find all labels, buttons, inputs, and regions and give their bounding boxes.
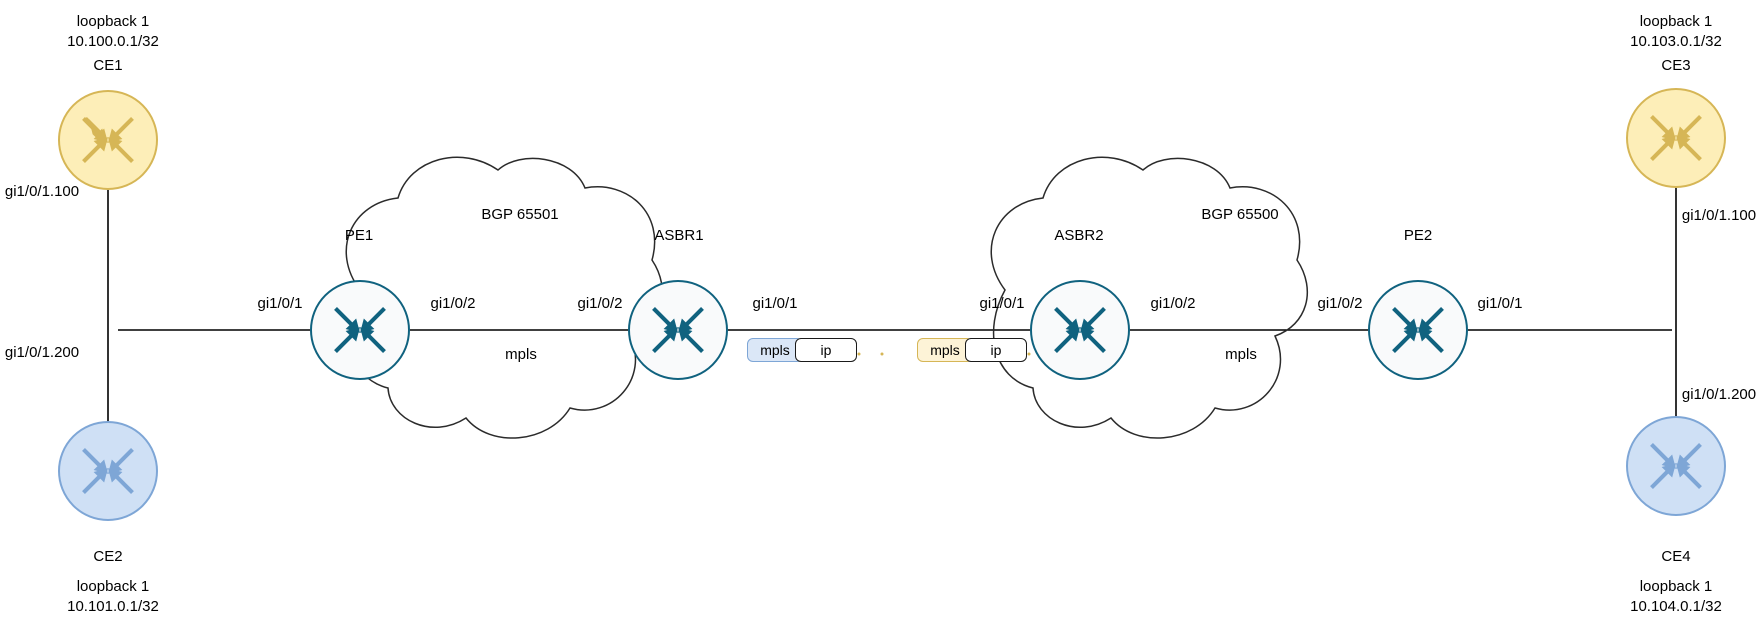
packet-blue: mpls ip xyxy=(747,338,857,362)
packet-separator-dot xyxy=(880,352,884,356)
router-asbr2[interactable] xyxy=(1030,280,1130,380)
packet-yellow: mpls ip xyxy=(917,338,1027,362)
packet-yellow-separator-dot xyxy=(1027,352,1031,356)
router-icon xyxy=(1392,306,1444,354)
router-icon xyxy=(1650,442,1702,490)
packet-blue-mpls-label: mpls xyxy=(747,338,803,362)
router-icon xyxy=(1054,306,1106,354)
packet-yellow-ip-label: ip xyxy=(965,338,1027,362)
router-icon xyxy=(82,447,134,495)
router-icon xyxy=(334,306,386,354)
packet-blue-separator-dot xyxy=(857,352,861,356)
packet-blue-ip-label: ip xyxy=(795,338,857,362)
router-icon xyxy=(82,116,134,164)
router-icon xyxy=(652,306,704,354)
router-icon xyxy=(1650,114,1702,162)
router-ce4[interactable] xyxy=(1626,416,1726,516)
router-asbr1[interactable] xyxy=(628,280,728,380)
packet-yellow-mpls-label: mpls xyxy=(917,338,973,362)
router-pe1[interactable] xyxy=(310,280,410,380)
router-ce1[interactable] xyxy=(58,90,158,190)
router-ce3[interactable] xyxy=(1626,88,1726,188)
router-pe2[interactable] xyxy=(1368,280,1468,380)
cloud-bgp-65500 xyxy=(990,156,1309,439)
router-ce2[interactable] xyxy=(58,421,158,521)
